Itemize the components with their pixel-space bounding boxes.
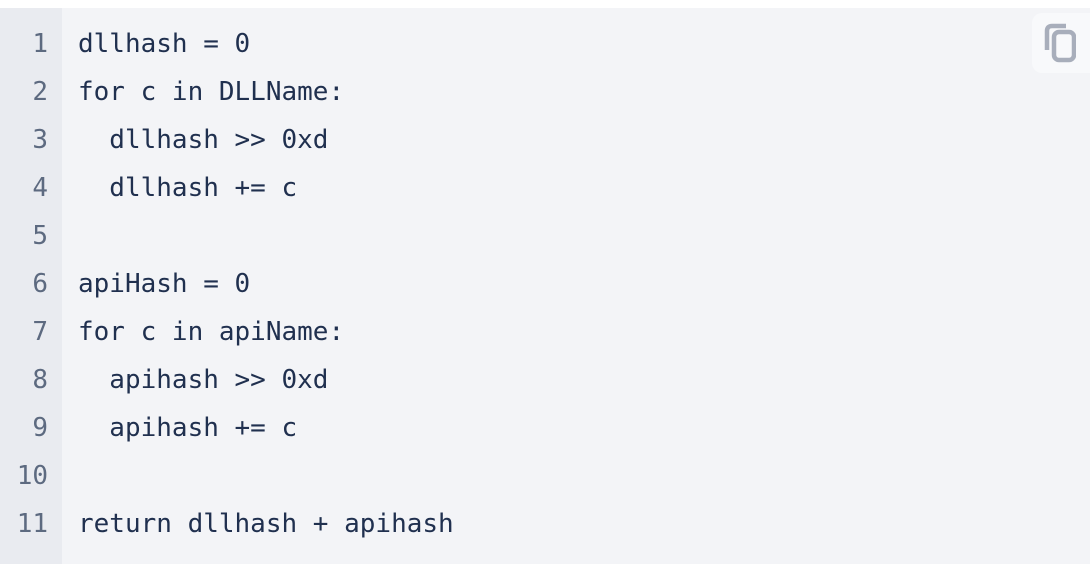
code-line: [78, 452, 1090, 500]
copy-icon: [1044, 23, 1076, 63]
code-line: return dllhash + apihash: [78, 509, 454, 539]
code-block: 1 2 3 4 5 6 7 8 9 10 11 dllhash = 0 for …: [0, 8, 1090, 564]
code-line: apihash >> 0xd: [78, 365, 329, 395]
line-number: 8: [32, 365, 48, 395]
code-line: apihash += c: [78, 413, 298, 443]
copy-button[interactable]: [1032, 13, 1090, 73]
code-line: for c in apiName:: [78, 317, 345, 347]
code-line: for c in DLLName:: [78, 77, 345, 107]
line-number: 7: [32, 317, 48, 347]
line-number: 1: [32, 29, 48, 59]
code-line: dllhash += c: [78, 173, 298, 203]
code-area: dllhash = 0 for c in DLLName: dllhash >>…: [62, 8, 1090, 564]
line-number: 5: [32, 221, 48, 251]
line-number: 11: [16, 509, 48, 539]
line-number: 9: [32, 413, 48, 443]
line-number: 6: [32, 269, 48, 299]
code-line: apiHash = 0: [78, 269, 251, 299]
line-number: 4: [32, 173, 48, 203]
code-line: dllhash = 0: [78, 29, 251, 59]
code-line: [78, 212, 1090, 260]
line-number: 3: [32, 125, 48, 155]
code-line: dllhash >> 0xd: [78, 125, 329, 155]
line-number: 10: [16, 461, 48, 491]
line-number-gutter: 1 2 3 4 5 6 7 8 9 10 11: [0, 8, 62, 564]
line-number: 2: [32, 77, 48, 107]
